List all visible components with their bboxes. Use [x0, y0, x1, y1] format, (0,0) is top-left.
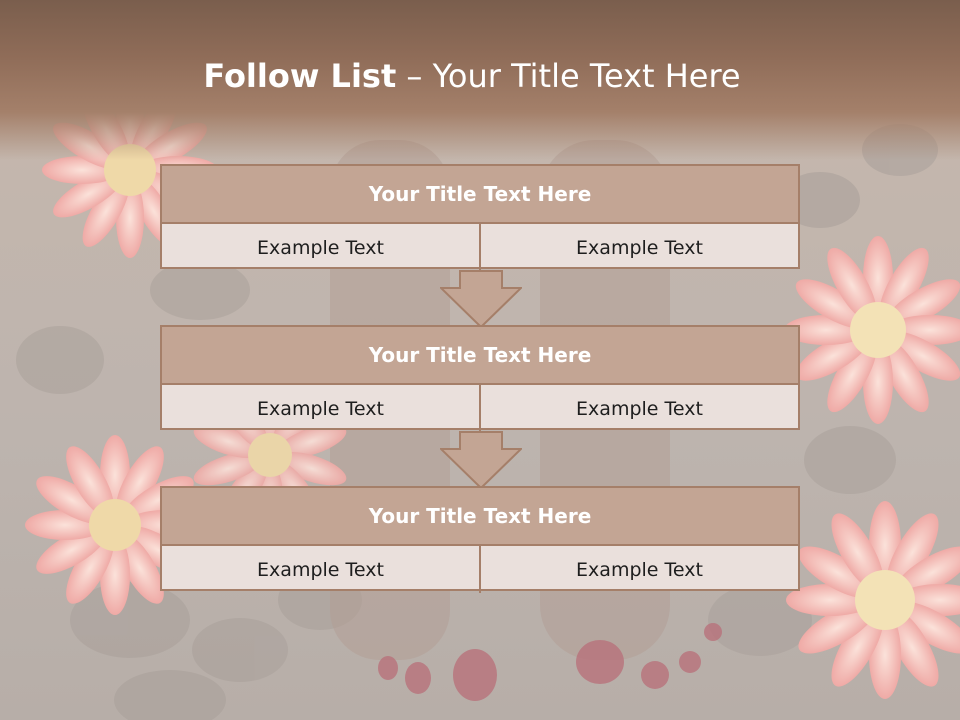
block-title: Your Title Text Here [162, 327, 798, 385]
block-row: Example Text Example Text [162, 546, 798, 593]
block-cell-left: Example Text [257, 558, 384, 581]
flower-icon [786, 501, 960, 699]
block-cell-right: Example Text [479, 546, 798, 593]
title-rest: – Your Title Text Here [406, 57, 741, 95]
down-arrow-icon [440, 431, 522, 489]
title-bold: Follow List [203, 57, 397, 95]
flower-icon [784, 236, 960, 424]
block-row: Example Text Example Text [162, 224, 798, 271]
block-row: Example Text Example Text [162, 385, 798, 432]
list-block-1: Your Title Text Here Example Text Exampl… [160, 164, 800, 271]
block-cell-left: Example Text [257, 236, 384, 259]
down-arrow-icon [440, 270, 522, 328]
header-band [0, 0, 960, 160]
list-block-3: Your Title Text Here Example Text Exampl… [160, 486, 800, 593]
block-cell-right: Example Text [479, 385, 798, 432]
block-title: Your Title Text Here [162, 488, 798, 546]
slide-title: Follow List – Your Title Text Here [0, 55, 944, 97]
block-cell-left: Example Text [257, 397, 384, 420]
block-cell-right: Example Text [479, 224, 798, 271]
list-block-2: Your Title Text Here Example Text Exampl… [160, 325, 800, 432]
block-title: Your Title Text Here [162, 166, 798, 224]
